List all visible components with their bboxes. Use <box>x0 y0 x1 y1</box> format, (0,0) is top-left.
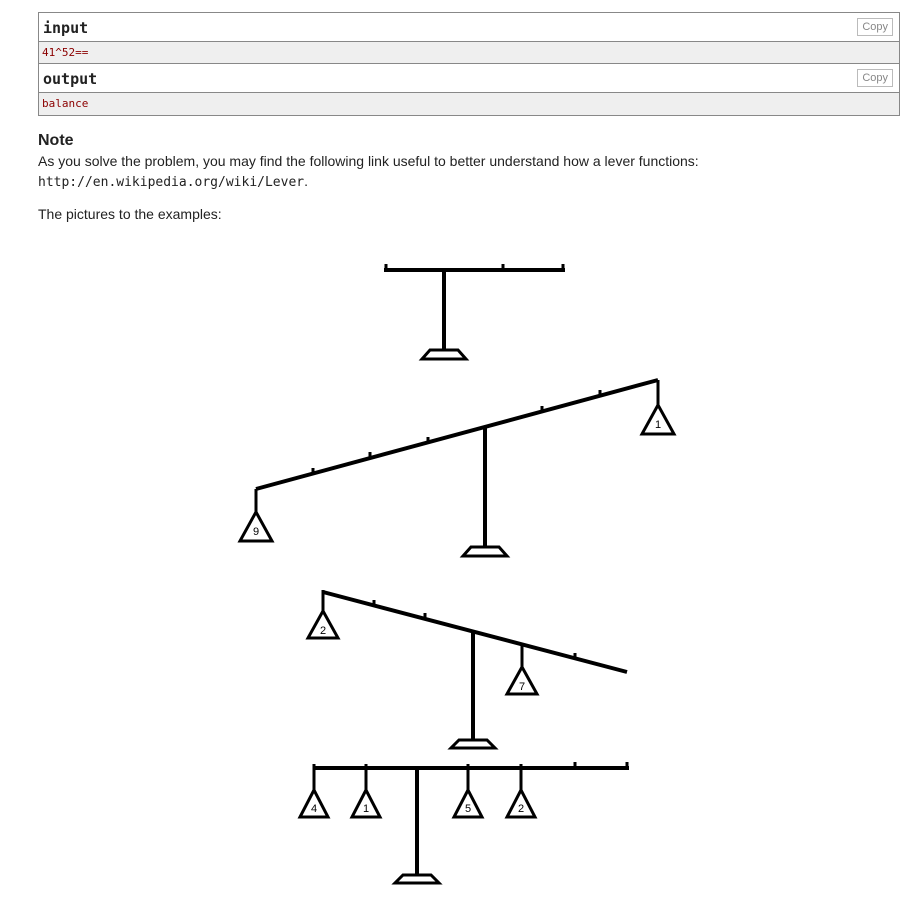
note-title: Note <box>38 132 74 149</box>
weight-label: 2 <box>518 803 524 815</box>
weight-triangle <box>451 786 485 819</box>
note-link-line: http://en.wikipedia.org/wiki/Lever. <box>38 173 308 190</box>
weight-label: 1 <box>363 803 369 815</box>
support-base <box>391 873 443 885</box>
support-base <box>459 545 511 558</box>
weight-triangle <box>639 401 677 436</box>
weight-label: 9 <box>253 526 259 538</box>
copy-output-button[interactable]: Copy <box>857 69 893 87</box>
lever-bar <box>255 378 659 491</box>
output-value: balance <box>39 93 899 115</box>
note-text: As you solve the problem, you may find t… <box>38 153 699 169</box>
note-link-suffix: . <box>304 173 308 189</box>
pictures-text: The pictures to the examples: <box>38 206 222 222</box>
figure-4 <box>297 762 629 885</box>
support-base <box>418 348 470 361</box>
weight-label: 7 <box>519 681 525 693</box>
weight-triangle <box>504 663 540 696</box>
input-value: 41^52== <box>39 42 899 64</box>
input-title: input <box>43 19 89 37</box>
weight-triangle <box>237 508 275 543</box>
weight-triangle <box>504 786 538 819</box>
weight-label: 2 <box>320 625 326 637</box>
sample-test: input Copy 41^52== output Copy balance <box>38 12 900 116</box>
weight-triangle <box>305 607 341 640</box>
figure-1 <box>384 264 565 361</box>
copy-input-button[interactable]: Copy <box>857 18 893 36</box>
weight-label: 1 <box>655 419 661 431</box>
output-title: output <box>43 70 98 88</box>
weight-triangle <box>349 786 383 819</box>
input-header: input Copy <box>39 13 899 42</box>
weight-label: 5 <box>465 803 471 815</box>
figure-3 <box>305 590 628 750</box>
output-header: output Copy <box>39 64 899 93</box>
figure-2 <box>237 378 677 558</box>
wiki-link[interactable]: http://en.wikipedia.org/wiki/Lever <box>38 175 305 190</box>
weight-label: 4 <box>311 803 317 815</box>
support-base <box>447 738 499 750</box>
weight-triangle <box>297 786 331 819</box>
